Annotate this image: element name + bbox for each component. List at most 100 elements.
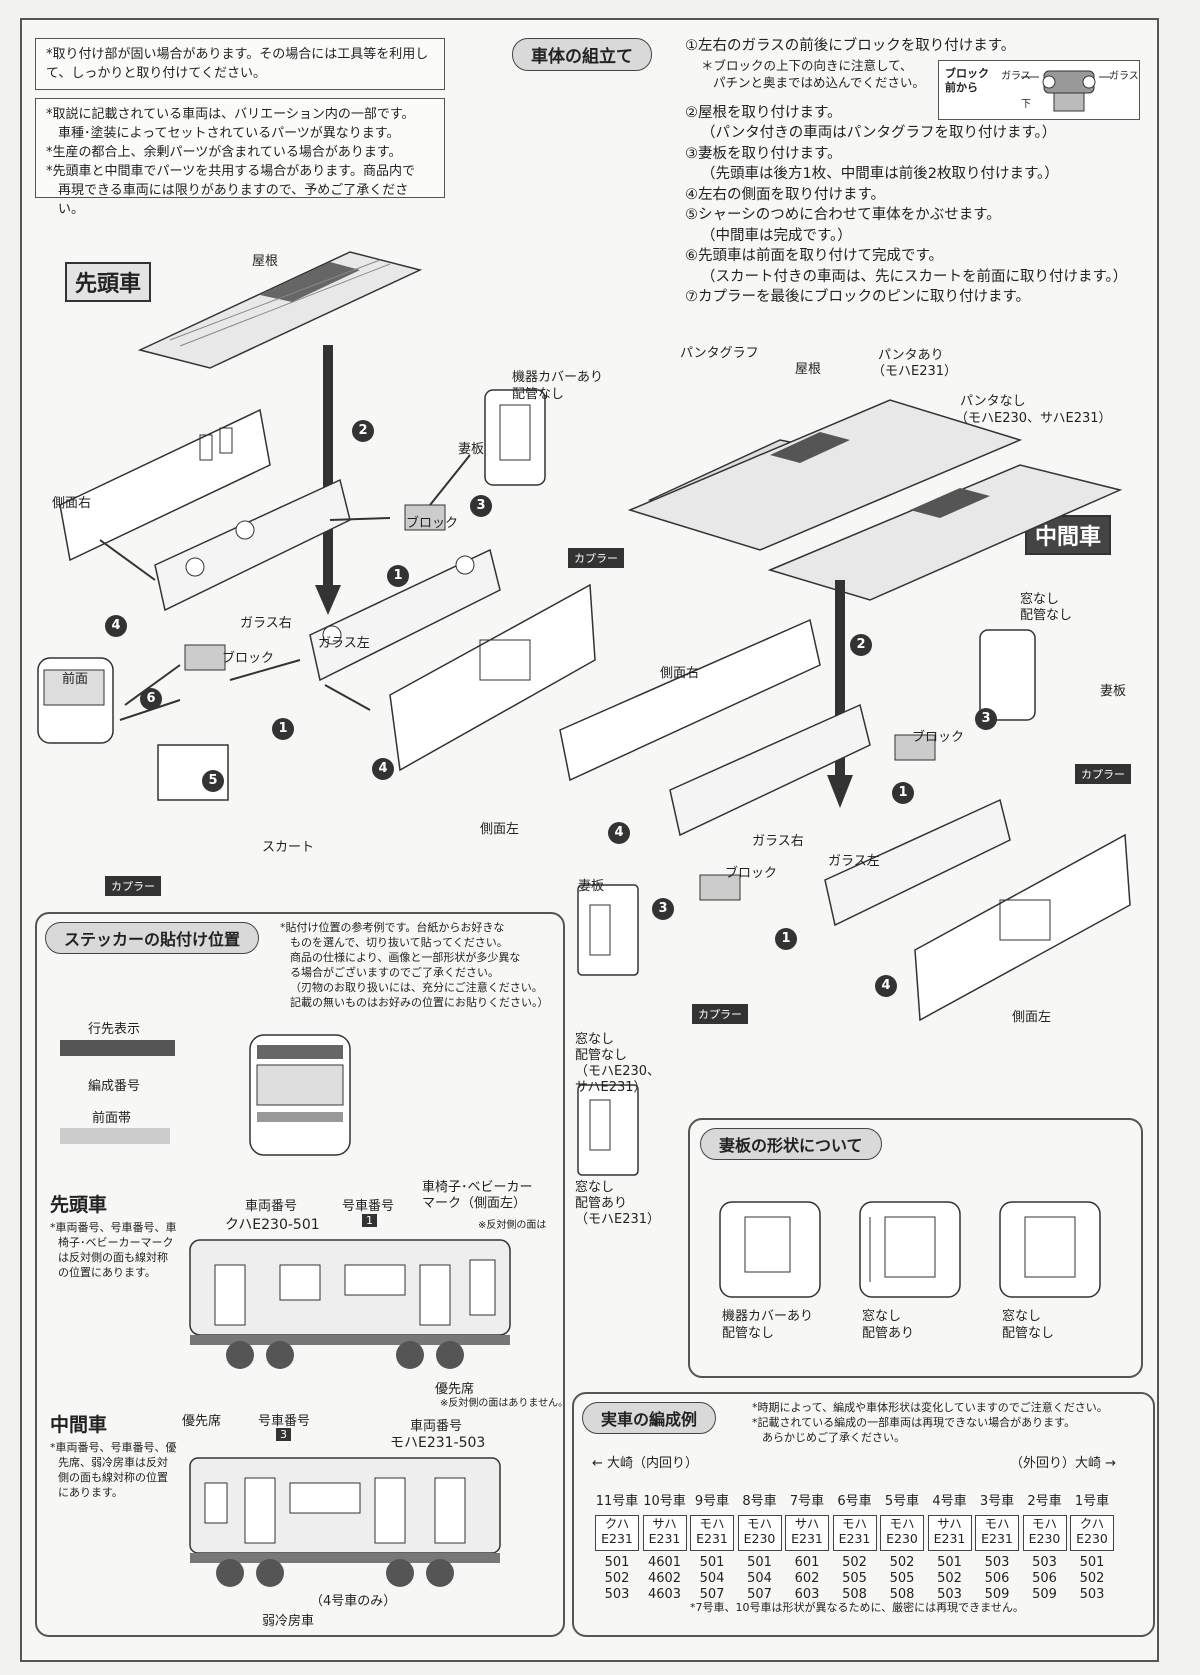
car-type-line: サハ bbox=[794, 1516, 820, 1531]
sticker-lead-note: *車両番号、号車番号、車 椅子･ベビーカーマーク は反対側の面も線対称 の位置に… bbox=[50, 1220, 177, 1280]
front-view-drawing bbox=[249, 1034, 351, 1156]
wheelchair-line: 車椅子･ベビーカー bbox=[422, 1180, 533, 1195]
block-shape-icon bbox=[1021, 70, 1111, 112]
mid-glass-right-label: ガラス右 bbox=[752, 834, 804, 849]
sticker-note-line: 記載の無いものはお好みの位置にお貼りください。） bbox=[290, 996, 549, 1009]
lead-roof-label: 屋根 bbox=[252, 254, 279, 269]
step-5-note: （中間車は完成です。） bbox=[701, 227, 852, 244]
car-number: 602 bbox=[794, 1571, 820, 1586]
sticker-title: ステッカーの貼付け位置 bbox=[45, 922, 260, 954]
sticker-car-number-val: クハE230-501 bbox=[225, 1217, 320, 1233]
lead-side-right-label: 側面右 bbox=[52, 496, 92, 511]
mid-note-line: *車両番号、号車番号、優 bbox=[50, 1441, 177, 1454]
sticker-mid-title: 中間車 bbox=[50, 1414, 108, 1436]
formation-note-line: *記載されている編成の一部車両は再現できない場合があります。 bbox=[752, 1416, 1076, 1429]
end-plate-3-line: 窓なし bbox=[1002, 1309, 1042, 1324]
sticker-lead-title: 先頭車 bbox=[50, 1194, 108, 1216]
mid-roof-label: 屋根 bbox=[795, 362, 822, 377]
car-number: 501 bbox=[604, 1555, 630, 1570]
mid-step-badge-3: 3 bbox=[975, 708, 997, 730]
car-number: 601 bbox=[794, 1555, 820, 1570]
lead-note-line: 椅子･ベビーカーマーク bbox=[58, 1236, 174, 1249]
car-number: 506 bbox=[1032, 1571, 1057, 1586]
lead-car-title: 先頭車 bbox=[65, 262, 152, 302]
formation-note: *時期によって、編成や車体形状は変化していますのでご注意ください。 *記載されて… bbox=[752, 1400, 1108, 1445]
mid-coupler2-tag: カプラー bbox=[692, 1004, 748, 1024]
mid-note-line: 側の面も線対称の位置 bbox=[58, 1471, 168, 1484]
dest-strip bbox=[60, 1040, 175, 1056]
variant-a-line: （モハE230、 bbox=[575, 1064, 661, 1079]
car-position: 4号車 bbox=[932, 1494, 967, 1509]
car-number: 503 bbox=[984, 1555, 1010, 1570]
car-position: 8号車 bbox=[742, 1494, 777, 1509]
mid-panta-yes-car: （モハE231） bbox=[872, 364, 958, 379]
mid-side-left-label: 側面左 bbox=[1012, 1010, 1052, 1025]
variant-b-line: （モハE231） bbox=[575, 1212, 661, 1227]
step-4: ④左右の側面を取り付けます。 bbox=[685, 186, 886, 203]
end-plate-3-line: 配管なし bbox=[1002, 1326, 1055, 1341]
mid-block2-label: ブロック bbox=[725, 866, 778, 881]
step-3: ③妻板を取り付けます。 bbox=[685, 145, 842, 162]
car-number: 508 bbox=[889, 1587, 915, 1602]
mid-side-right-label: 側面右 bbox=[660, 666, 700, 681]
mid-panta-no-car: （モハE230、サハE231） bbox=[955, 411, 1112, 426]
car-type-line: E231 bbox=[838, 1531, 871, 1546]
front-band-strip bbox=[60, 1128, 170, 1144]
lead-car-side-drawing bbox=[189, 1239, 511, 1369]
car-type-line: クハ bbox=[1079, 1516, 1105, 1531]
car-number: 508 bbox=[842, 1587, 867, 1602]
note-line: *先頭車と中間車でパーツを共用する場合があります。商品内で bbox=[46, 164, 415, 179]
sticker-mid-note: *車両番号、号車番号、優 先席、弱冷房車は反対 側の面も線対称の位置 にあります… bbox=[50, 1440, 177, 1500]
wheelchair-line: マーク（側面左） bbox=[422, 1196, 527, 1211]
car-number: 501 bbox=[1079, 1555, 1105, 1570]
car-number: 4601 bbox=[647, 1555, 682, 1570]
lead-note-line: は反対側の面も線対称 bbox=[58, 1251, 168, 1264]
car-type-line: E231 bbox=[981, 1531, 1013, 1546]
mid-step-badge-1: 1 bbox=[892, 782, 914, 804]
car-type-line: E230 bbox=[886, 1531, 918, 1546]
step-6: ⑥先頭車は前面を取り付けて完成です。 bbox=[685, 248, 944, 264]
block-from-label: ブロック 前から bbox=[945, 67, 989, 94]
car-number: 503 bbox=[604, 1587, 630, 1602]
lead-note-line: *車両番号、号車番号、車 bbox=[50, 1221, 177, 1234]
lead-car-diagram bbox=[37, 251, 596, 801]
formation-left-dir: ← 大崎（内回り） bbox=[592, 1456, 699, 1471]
mid-step-badge-3b: 3 bbox=[652, 898, 674, 920]
step-badge-4b: 4 bbox=[372, 758, 394, 780]
car-type-line: モハ bbox=[1031, 1516, 1057, 1531]
step-7: ⑦カプラーを最後にブロックのピンに取り付けます。 bbox=[685, 289, 1031, 305]
mid-end-plate-label: 妻板 bbox=[1100, 684, 1127, 699]
block-glass-left: ガラス bbox=[1001, 71, 1031, 82]
step-3-note: （先頭車は後方1枚、中間車は前後2枚取り付けます。） bbox=[701, 166, 1059, 182]
car-number: 507 bbox=[699, 1587, 725, 1602]
roof-part bbox=[137, 251, 423, 369]
sticker-note-line: 商品の仕様により、画像と一部形状が多少異な bbox=[290, 951, 521, 964]
car-type-line: モハ bbox=[984, 1516, 1010, 1531]
formation-note-line: あらかじめご了承ください。 bbox=[762, 1431, 905, 1444]
car-type-line: サハ bbox=[652, 1516, 677, 1531]
car-type-line: E231 bbox=[648, 1531, 681, 1546]
step-badge-6: 6 bbox=[140, 688, 162, 710]
variant-a-line: 配管なし bbox=[575, 1048, 628, 1063]
lead-coupler2-tag: カプラー bbox=[568, 548, 624, 568]
car-number: 502 bbox=[842, 1555, 867, 1570]
car-number: 504 bbox=[747, 1571, 772, 1586]
car-number: 509 bbox=[1032, 1587, 1057, 1602]
note-line: 車種･塗装によってセットされているパーツが異なります。 bbox=[58, 126, 400, 141]
step-1-note2: パチンと奥まではめ込んでください。 bbox=[713, 74, 925, 90]
sticker-mid-car-no: 号車番号 bbox=[258, 1414, 311, 1429]
car-number: 501 bbox=[937, 1555, 962, 1570]
